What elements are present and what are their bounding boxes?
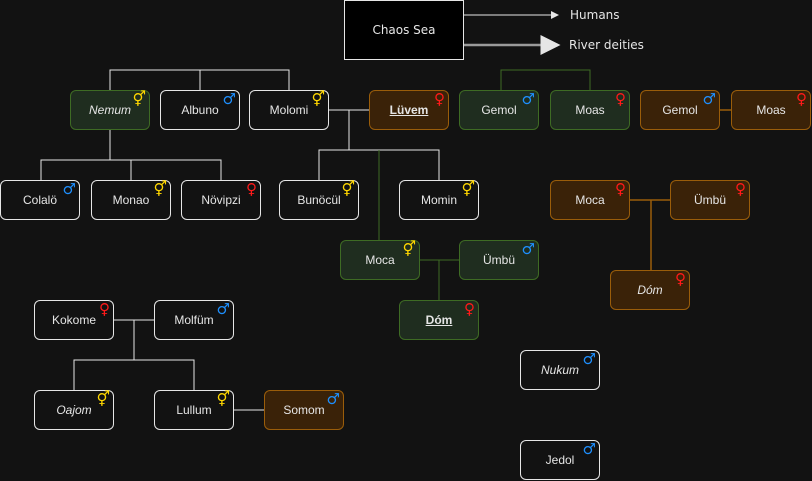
female-gender-icon: ♀ <box>99 300 110 318</box>
person-node-nemum[interactable]: Nemum⚥ <box>70 90 150 130</box>
male-gender-icon: ♂ <box>702 90 716 108</box>
person-name: Dóm <box>425 313 453 327</box>
person-name: Lullum <box>176 403 212 417</box>
person-name: Molfüm <box>174 313 214 327</box>
both-gender-icon: ⚥ <box>216 390 230 408</box>
both-gender-icon: ⚥ <box>341 180 355 198</box>
female-gender-icon: ♀ <box>796 90 807 108</box>
both-gender-icon: ⚥ <box>153 180 167 198</box>
person-node-monao[interactable]: Monao⚥ <box>91 180 171 220</box>
person-node-momin[interactable]: Momin ⚥ <box>399 180 479 220</box>
male-gender-icon: ♂ <box>521 90 535 108</box>
female-gender-icon: ♀ <box>675 270 686 288</box>
person-node-molomi[interactable]: Molomi⚥ <box>249 90 329 130</box>
both-gender-icon: ⚥ <box>402 240 416 258</box>
female-gender-icon: ♀ <box>464 300 475 318</box>
legend-humans: Humans <box>570 8 620 22</box>
person-node-somom[interactable]: Somom♂ <box>264 390 344 430</box>
person-node-albuno[interactable]: Albuno♂ <box>160 90 240 130</box>
chaos-sea-node[interactable]: Chaos Sea <box>344 0 464 60</box>
kokome-molfum-line <box>73 319 195 390</box>
person-node-kokome[interactable]: Kokome♀ <box>34 300 114 340</box>
person-name: Moca <box>575 193 605 207</box>
female-gender-icon: ♀ <box>615 90 626 108</box>
person-name: Moas <box>756 103 786 117</box>
male-gender-icon: ♂ <box>582 440 596 458</box>
male-gender-icon: ♂ <box>326 390 340 408</box>
both-gender-icon: ⚥ <box>96 390 110 408</box>
person-name: Ümbü <box>482 253 515 267</box>
person-node-dóm[interactable]: Dóm ♀ <box>610 270 690 310</box>
person-node-jedol[interactable]: Jedol ♂ <box>520 440 600 480</box>
male-gender-icon: ♂ <box>521 240 535 258</box>
person-node-növipzi[interactable]: Növipzi ♀ <box>181 180 261 220</box>
male-gender-icon: ♂ <box>222 90 236 108</box>
person-name: Somom <box>283 403 325 417</box>
person-name: Jedol <box>545 453 575 467</box>
person-node-lullum[interactable]: Lullum ⚥ <box>154 390 234 430</box>
person-name: Momin <box>420 193 457 207</box>
person-node-oajom[interactable]: Oajom ⚥ <box>34 390 114 430</box>
siblings-line <box>109 69 290 90</box>
person-node-moas[interactable]: Moas ♀ <box>550 90 630 130</box>
person-node-bunöcül[interactable]: Bunöcül⚥ <box>279 180 359 220</box>
person-node-moca[interactable]: Moca ⚥ <box>340 240 420 280</box>
green-moca-umbu-line <box>420 259 459 300</box>
person-node-nukum[interactable]: Nukum♂ <box>520 350 600 390</box>
both-gender-icon: ⚥ <box>132 90 146 108</box>
person-name: Molomi <box>269 103 309 117</box>
person-node-colalö[interactable]: Colalö ♂ <box>0 180 80 220</box>
person-node-gemol[interactable]: Gemol ♂ <box>459 90 539 130</box>
person-node-moas[interactable]: Moas ♀ <box>731 90 811 130</box>
legend-river-deities: River deities <box>569 38 644 52</box>
male-gender-icon: ♂ <box>582 350 596 368</box>
person-name: Bunöcül <box>297 193 341 207</box>
female-gender-icon: ♀ <box>246 180 257 198</box>
female-gender-icon: ♀ <box>735 180 746 198</box>
nemum-children-line <box>40 130 222 180</box>
person-name: Albuno <box>181 103 219 117</box>
person-node-ümbü[interactable]: Ümbü ♀ <box>670 180 750 220</box>
person-name: Monao <box>112 193 150 207</box>
person-node-gemol[interactable]: Gemol ♂ <box>640 90 720 130</box>
orange-moca-umbu-line <box>630 199 670 270</box>
both-gender-icon: ⚥ <box>461 180 475 198</box>
person-name: Nukum <box>540 363 579 377</box>
person-name: Colalö <box>22 193 58 207</box>
person-node-ümbü[interactable]: Ümbü ♂ <box>459 240 539 280</box>
person-name: Lüvem <box>389 103 429 117</box>
person-name: Moca <box>365 253 395 267</box>
person-name: Növipzi <box>201 193 241 207</box>
person-name: Nemum <box>88 103 131 117</box>
male-gender-icon: ♂ <box>62 180 76 198</box>
chaos-sea-label: Chaos Sea <box>372 23 436 37</box>
both-gender-icon: ⚥ <box>311 90 325 108</box>
person-name: Ümbü <box>693 193 726 207</box>
person-name: Kokome <box>51 313 97 327</box>
person-name: Gemol <box>662 103 698 117</box>
person-node-lüvem[interactable]: Lüvem ♀ <box>369 90 449 130</box>
person-name: Moas <box>575 103 605 117</box>
person-node-dóm[interactable]: Dóm ♀ <box>399 300 479 340</box>
person-name: Gemol <box>481 103 517 117</box>
green-gemol-moas-line <box>500 69 591 90</box>
female-gender-icon: ♀ <box>615 180 626 198</box>
female-gender-icon: ♀ <box>434 90 445 108</box>
person-node-moca[interactable]: Moca ♀ <box>550 180 630 220</box>
person-name: Oajom <box>56 403 92 417</box>
person-name: Dóm <box>637 283 663 297</box>
male-gender-icon: ♂ <box>216 300 230 318</box>
person-node-molfüm[interactable]: Molfüm♂ <box>154 300 234 340</box>
